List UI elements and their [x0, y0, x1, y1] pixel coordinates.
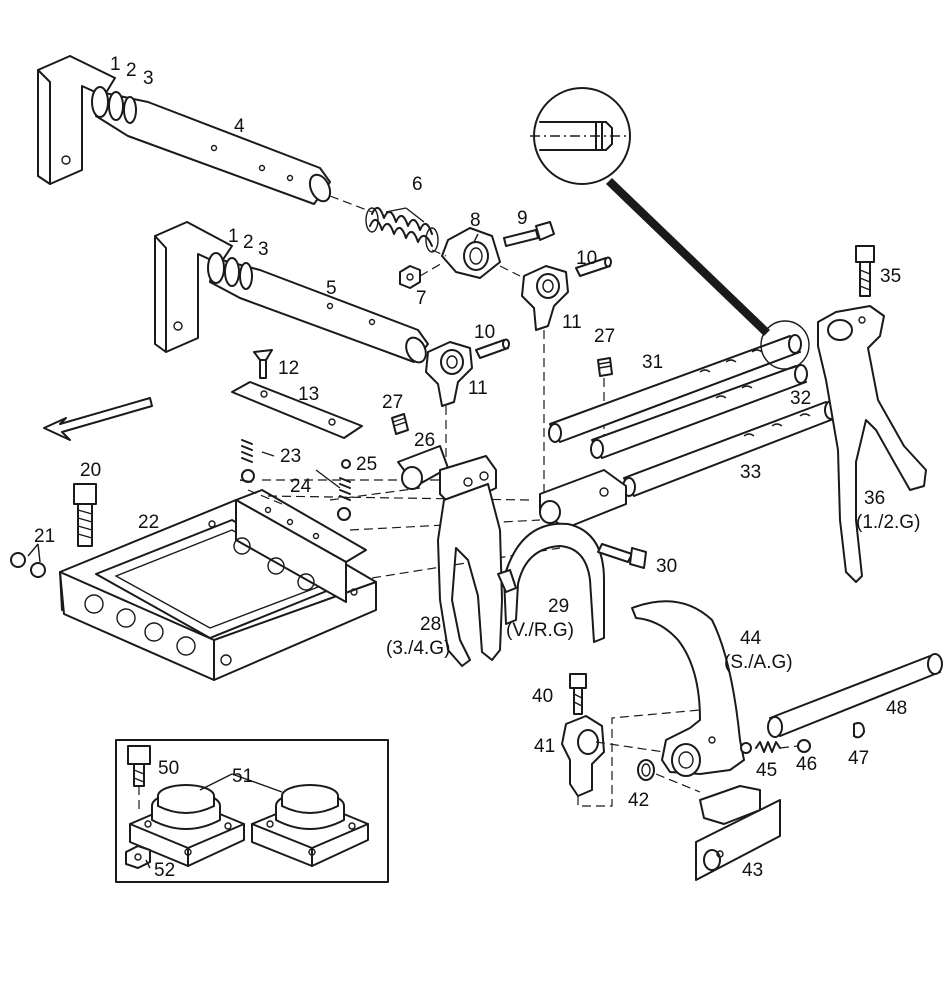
- fork-bolt-35: [855, 245, 875, 297]
- fork-bolt-30: [597, 543, 647, 569]
- callout-2a: 2: [126, 60, 137, 81]
- circlip-42: [637, 759, 655, 781]
- bolt-40: [569, 673, 587, 715]
- callout-27a: 27: [382, 392, 403, 413]
- callout-45: 45: [756, 760, 777, 781]
- selector-rod-31: [548, 334, 802, 443]
- groove-detail-inset: [530, 87, 810, 370]
- ball-46: [797, 739, 811, 753]
- part-callouts: 1 2 3 4 1 2 3 5 6 7 8 9 10 10 11 11 12 1…: [34, 54, 920, 881]
- callout-44: 44: [740, 628, 762, 649]
- callout-20: 20: [80, 460, 101, 481]
- callout-52: 52: [154, 860, 175, 881]
- shift-fork-36: [817, 305, 927, 583]
- callout-2b: 2: [243, 232, 254, 253]
- upper-shift-shaft: [95, 91, 332, 205]
- bolt-50: [127, 745, 151, 787]
- callout-3a: 3: [143, 68, 154, 89]
- callout-51: 51: [232, 766, 253, 787]
- callout-7: 7: [416, 288, 427, 309]
- front-direction-arrow-icon: [43, 397, 153, 441]
- hex-nut: [399, 265, 421, 289]
- callout-1a: 1: [110, 54, 121, 75]
- detent-pin-right: [597, 357, 613, 377]
- callout-28-sub: (3./4.G): [386, 638, 450, 659]
- detent-balls: [10, 552, 46, 578]
- callout-47: 47: [848, 748, 869, 769]
- clamp-collar: [441, 227, 501, 279]
- callout-43: 43: [742, 860, 763, 881]
- callout-24: 24: [290, 476, 312, 497]
- nut-52: [125, 845, 151, 869]
- callout-28: 28: [420, 614, 441, 635]
- callout-29-sub: (V./R.G): [506, 620, 574, 641]
- bracket-43: [695, 785, 781, 881]
- selector-housing: [59, 489, 377, 681]
- callout-48: 48: [886, 698, 907, 719]
- callout-12: 12: [278, 358, 299, 379]
- shift-fork-29: [497, 469, 627, 643]
- callout-6: 6: [412, 174, 423, 195]
- callout-4: 4: [234, 116, 245, 137]
- spring-pack: [365, 207, 439, 253]
- roll-pin-upper: [575, 256, 612, 277]
- callout-11b: 11: [468, 378, 488, 399]
- callout-41: 41: [534, 736, 555, 757]
- key-47: [853, 722, 865, 739]
- selector-finger-41: [561, 715, 605, 797]
- callout-46: 46: [796, 754, 817, 775]
- callout-22: 22: [138, 512, 159, 533]
- lower-rings: [207, 252, 253, 290]
- flange-bearing-left: [129, 784, 245, 867]
- selector-finger-upper: [521, 265, 569, 331]
- callout-13: 13: [298, 384, 319, 405]
- callout-40: 40: [532, 686, 553, 707]
- callout-50: 50: [158, 758, 179, 779]
- callout-42: 42: [628, 790, 649, 811]
- callout-3b: 3: [258, 239, 269, 260]
- leader-lines: [27, 207, 479, 869]
- countersunk-screw: [253, 349, 273, 379]
- callout-36: 36: [864, 488, 885, 509]
- callout-11a: 11: [562, 312, 582, 333]
- selector-rod-32: [590, 364, 808, 459]
- callout-29: 29: [548, 596, 569, 617]
- callout-30: 30: [656, 556, 677, 577]
- housing-bolt: [73, 483, 97, 547]
- spring-45: [755, 741, 781, 753]
- callout-27b: 27: [594, 326, 615, 347]
- clamp-screw: [503, 221, 555, 247]
- callout-10b: 10: [474, 322, 495, 343]
- callout-25: 25: [356, 454, 377, 475]
- selector-rod-33: [622, 400, 838, 497]
- callout-33: 33: [740, 462, 761, 483]
- lower-shift-shaft: [209, 257, 429, 364]
- callout-9: 9: [517, 208, 528, 229]
- callout-21: 21: [34, 526, 55, 547]
- callout-31: 31: [642, 352, 663, 373]
- flange-bearing-right: [251, 784, 369, 867]
- shift-fork-44: [631, 600, 752, 777]
- callout-26: 26: [414, 430, 435, 451]
- callout-10a: 10: [576, 248, 597, 269]
- callout-36-sub: (1./2.G): [856, 512, 920, 533]
- roll-pin-lower: [475, 338, 510, 359]
- callout-8: 8: [470, 210, 481, 231]
- upper-rings: [91, 86, 137, 124]
- accessory-inset-box: [115, 739, 389, 883]
- selector-rod-48: [767, 653, 943, 738]
- callout-32: 32: [790, 388, 811, 409]
- cover-plate: [231, 381, 363, 439]
- selector-finger-lower: [425, 341, 473, 407]
- callout-1b: 1: [228, 226, 239, 247]
- callout-44-sub: (S./A.G): [724, 652, 793, 673]
- callout-23: 23: [280, 446, 301, 467]
- callout-35: 35: [880, 266, 901, 287]
- callout-5: 5: [326, 278, 337, 299]
- detent-pin-left: [391, 413, 409, 435]
- shift-fork-28: [397, 445, 503, 667]
